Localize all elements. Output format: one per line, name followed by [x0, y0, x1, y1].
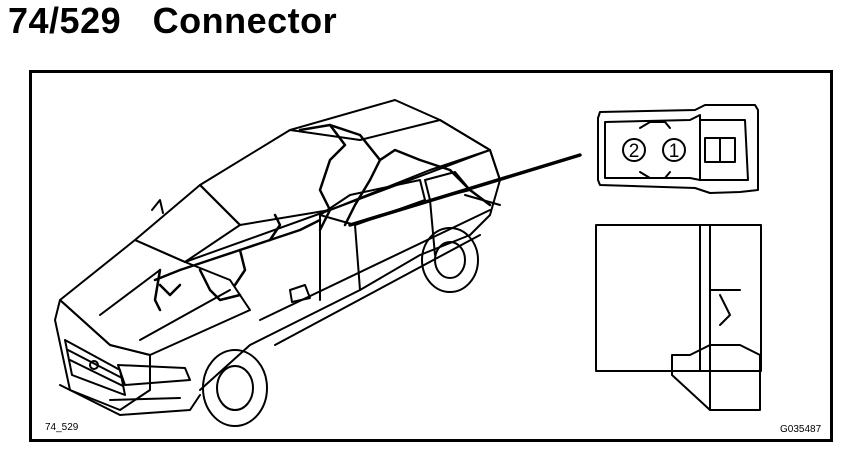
connector-front-view [597, 104, 759, 194]
car-illustration [54, 99, 501, 427]
pin-label-1: 1 [669, 141, 680, 162]
diagram-frame [29, 70, 833, 442]
figure-ref-left: 74_529 [45, 422, 79, 433]
location-pointer [348, 153, 582, 227]
wire-harness [153, 123, 492, 312]
connector-side-view [595, 224, 762, 411]
pin-label-2: 2 [629, 141, 640, 162]
figure-ref-right: G035487 [780, 424, 822, 435]
page-title: 74/529 Connector [8, 0, 338, 41]
